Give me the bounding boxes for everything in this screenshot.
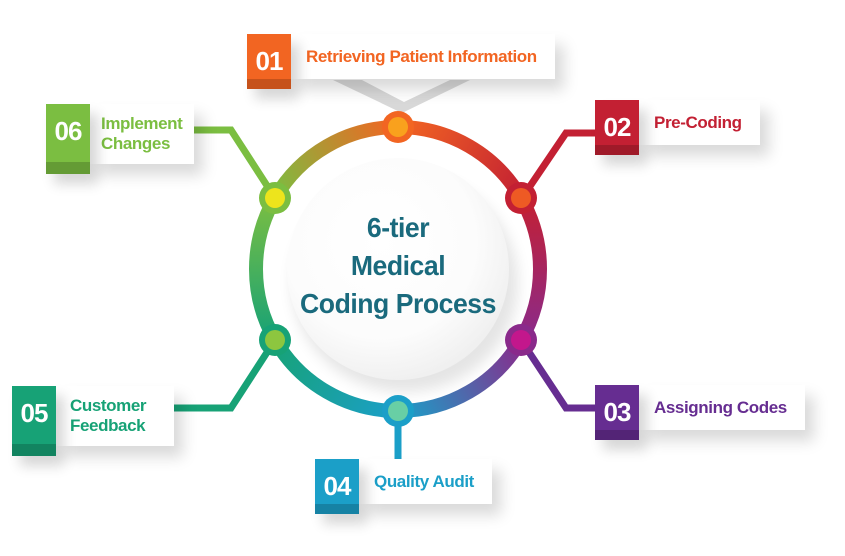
- center-title-line-3: Coding Process: [300, 288, 496, 319]
- node-02: [505, 182, 537, 214]
- ring-segment-3: [397, 336, 528, 418]
- node-01: [382, 111, 414, 143]
- node-05: [259, 324, 291, 356]
- ring-segment-5: [249, 194, 282, 344]
- center-title-line-2: Medical: [350, 250, 446, 281]
- connector-05: [170, 338, 278, 412]
- step-label-06: Implement Changes: [101, 114, 183, 153]
- node-06: [259, 182, 291, 214]
- step-number-04: 04: [315, 459, 359, 514]
- step-card-02: 02 Pre-Coding: [595, 100, 760, 155]
- step-label-05: Customer Feedback: [70, 396, 147, 435]
- step-label-box-05: Customer Feedback: [56, 386, 174, 446]
- ring-segment-4: [268, 336, 399, 418]
- step-card-06: 06 Implement Changes: [46, 104, 194, 174]
- step-card-01: 01 Retrieving Patient Information: [247, 34, 555, 89]
- step-label-box-04: Quality Audit: [359, 459, 492, 504]
- step-label-04: Quality Audit: [374, 471, 474, 491]
- step-label-01: Retrieving Patient Information: [306, 46, 537, 66]
- node-03: [505, 324, 537, 356]
- connector-03: [518, 338, 597, 412]
- node-04: [382, 395, 414, 427]
- step-card-05: 05 Customer Feedback: [12, 386, 174, 456]
- step-label-03: Assigning Codes: [654, 397, 787, 417]
- center-title: 6-tier Medical Coding Process: [265, 209, 531, 323]
- step-number-03: 03: [595, 385, 639, 440]
- step-card-03: 03 Assigning Codes: [595, 385, 805, 440]
- step-number-05: 05: [12, 386, 56, 456]
- step-label-02: Pre-Coding: [654, 112, 742, 132]
- ring-segment-1: [397, 120, 528, 202]
- step-label-box-02: Pre-Coding: [639, 100, 760, 145]
- ring-segment-2: [514, 194, 547, 344]
- connector-06: [186, 126, 278, 200]
- step-number-01: 01: [247, 34, 291, 89]
- step-card-04: 04 Quality Audit: [315, 459, 492, 514]
- ring-segment-6: [268, 120, 399, 202]
- connector-02: [519, 129, 597, 200]
- step-label-box-06: Implement Changes: [90, 104, 194, 164]
- step-number-02: 02: [595, 100, 639, 155]
- step-label-box-01: Retrieving Patient Information: [291, 34, 555, 79]
- step-number-06: 06: [46, 104, 90, 174]
- center-title-line-1: 6-tier: [366, 212, 430, 243]
- center-disc: [287, 158, 509, 380]
- pointer-01-fold: [362, 80, 450, 102]
- step-label-box-03: Assigning Codes: [639, 385, 805, 430]
